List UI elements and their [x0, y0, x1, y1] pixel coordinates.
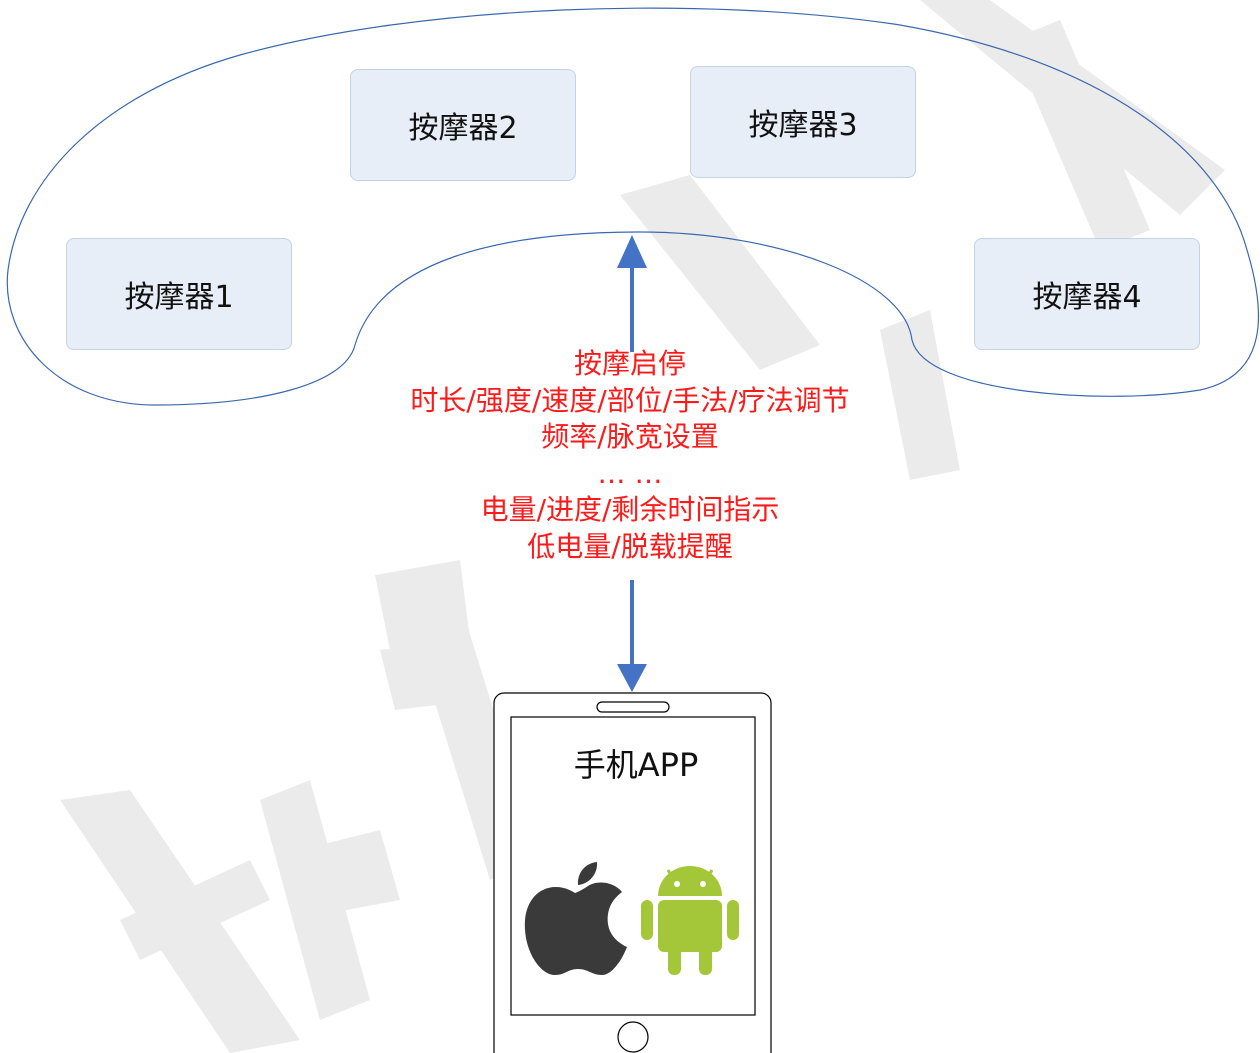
label-frequency-pulse: 频率/脉宽设置: [541, 420, 719, 453]
massager-2-label: 按摩器2: [408, 111, 518, 146]
connection-labels: 按摩启停 时长/强度/速度/部位/手法/疗法调节 频率/脉宽设置 … … 电量/…: [330, 346, 930, 565]
massager-2-box: 按摩器2: [350, 69, 576, 181]
label-start-stop: 按摩启停: [573, 347, 686, 380]
massager-3-box: 按摩器3: [690, 66, 916, 178]
apple-icon: [524, 862, 627, 975]
massager-1-box: 按摩器1: [66, 238, 292, 350]
android-icon: [641, 866, 739, 975]
massager-4-box: 按摩器4: [974, 238, 1200, 350]
device-group-cloud: [6, 7, 1259, 406]
label-low-battery-alert: 低电量/脱载提醒: [527, 529, 733, 563]
massager-1-label: 按摩器1: [124, 280, 234, 315]
label-battery-progress: 电量/进度/剩余时间指示: [480, 493, 780, 526]
massager-3-label: 按摩器3: [748, 108, 858, 143]
bidirectional-arrow: [617, 235, 647, 692]
label-ellipsis: … …: [597, 456, 663, 490]
phone-app-title: 手机APP: [573, 746, 699, 784]
watermark: [60, 0, 1225, 1053]
label-adjustments: 时长/强度/速度/部位/手法/疗法调节: [410, 383, 850, 417]
massager-4-label: 按摩器4: [1032, 280, 1142, 315]
